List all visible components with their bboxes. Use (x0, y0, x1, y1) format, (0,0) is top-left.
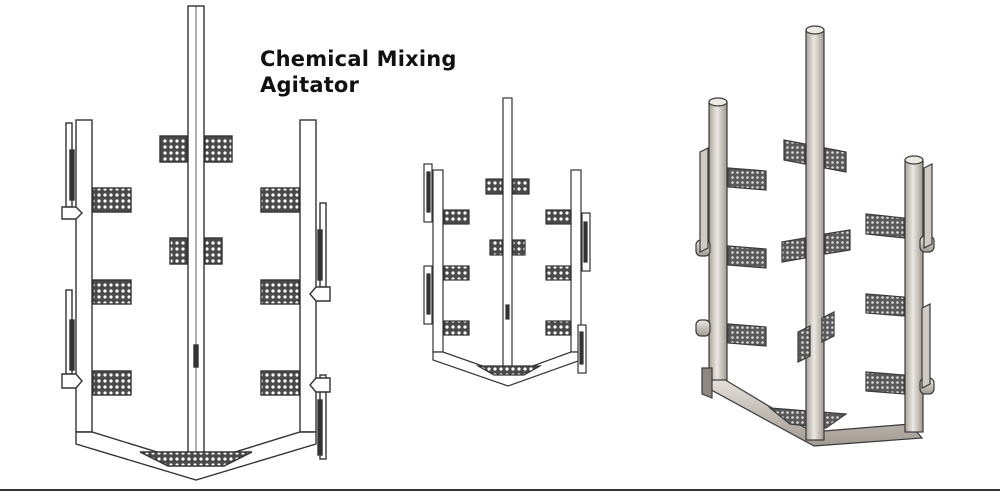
diagram-title: Chemical Mixing Agitator (260, 46, 457, 98)
iso-central-shaft (805, 29, 825, 441)
small-left-arm (432, 169, 444, 353)
iso-paddles (727, 139, 905, 395)
small-view (423, 97, 591, 387)
bottom-v-frame (75, 431, 317, 481)
title-line-1: Chemical Mixing (260, 47, 457, 71)
front-paddles (92, 135, 300, 396)
front-view (61, 5, 331, 481)
iso-left-pipe (708, 101, 728, 381)
left-scrapers (61, 122, 83, 389)
small-central-shaft (502, 97, 513, 381)
small-paddles (443, 178, 572, 336)
small-scrapers (423, 163, 591, 374)
right-scrapers (309, 202, 331, 460)
title-line-2: Agitator (260, 73, 360, 97)
iso-scrapers (699, 147, 933, 389)
iso-view (695, 25, 935, 447)
